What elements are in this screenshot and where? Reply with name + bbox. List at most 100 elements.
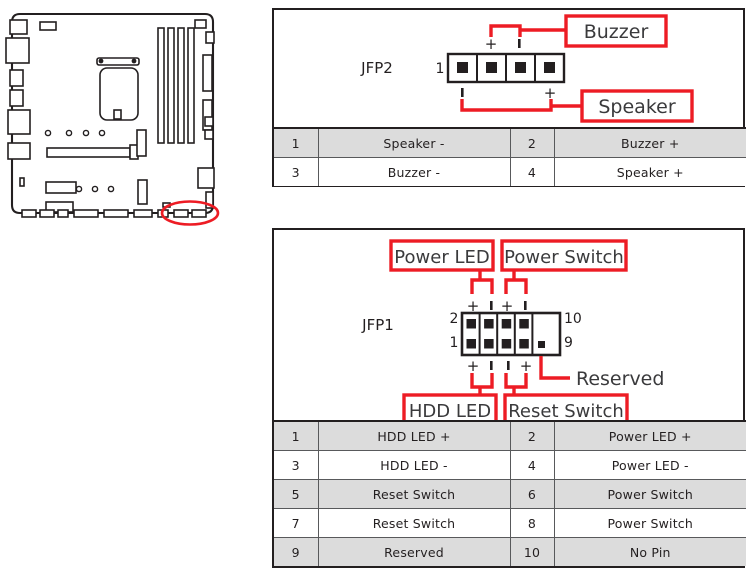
jfp1-diagram-svg: Power LED Power Switch + + JFP1 bbox=[361, 239, 664, 420]
pin-function: HDD LED - bbox=[317, 450, 511, 480]
power-switch-label: Power Switch bbox=[504, 247, 624, 268]
pin-function: Reset Switch bbox=[317, 508, 511, 538]
speaker-label: Speaker bbox=[598, 96, 675, 118]
pin-function: Reserved bbox=[317, 537, 511, 566]
jfp1-pin-3 bbox=[484, 339, 494, 349]
screw-hole-5 bbox=[75, 185, 83, 193]
pin-number: 9 bbox=[274, 537, 319, 566]
jfp2-header bbox=[446, 52, 566, 84]
right-comp-6 bbox=[197, 167, 215, 189]
power-switch-callout: Power Switch bbox=[500, 239, 628, 272]
jfp1-pin-4 bbox=[484, 319, 494, 329]
table-row: 7 Reset Switch 8 Power Switch bbox=[274, 508, 746, 538]
pin-number: 4 bbox=[509, 157, 555, 186]
jfp1-label: JFP1 bbox=[361, 316, 394, 334]
pcie-slot-1 bbox=[46, 147, 131, 158]
screw-hole-2 bbox=[65, 129, 73, 137]
jfp1-pin2-number: 2 bbox=[450, 311, 459, 327]
jfp2-polarity-top-minus bbox=[518, 39, 521, 48]
bottom-header-jfp1 bbox=[173, 209, 189, 218]
lower-comp-4 bbox=[19, 177, 25, 187]
jfp1-pin-2 bbox=[466, 319, 476, 329]
jfp1-connector-block: Power LED Power Switch + + JFP1 bbox=[272, 228, 746, 568]
bottom-header-5 bbox=[103, 209, 129, 218]
jfp1-pin-8 bbox=[519, 319, 529, 329]
io-port-5 bbox=[7, 109, 31, 135]
jfp1-pin-6 bbox=[501, 319, 512, 329]
screw-hole-7 bbox=[107, 185, 115, 193]
pin-number: 3 bbox=[274, 450, 319, 480]
jfp1-polarity-top-1: + bbox=[467, 297, 480, 315]
jfp1-polarity-bottom-3 bbox=[507, 361, 510, 370]
pin-number: 2 bbox=[509, 420, 555, 451]
power-led-callout: Power LED bbox=[389, 239, 495, 272]
jfp2-pin-1 bbox=[457, 62, 468, 73]
reserved-leader-line bbox=[539, 356, 570, 380]
motherboard-illustration bbox=[0, 0, 245, 232]
jfp2-polarity-bottom-plus: + bbox=[544, 84, 557, 102]
screw-hole-1 bbox=[44, 129, 52, 137]
io-port-6 bbox=[7, 142, 31, 160]
right-comp-1 bbox=[205, 31, 215, 44]
pin-function: Power Switch bbox=[553, 508, 746, 538]
io-port-3 bbox=[9, 69, 24, 87]
header-top-1 bbox=[39, 21, 57, 31]
power-led-leader-line bbox=[470, 270, 494, 294]
table-row: 3 Buzzer - 4 Speaker + bbox=[274, 157, 746, 186]
pin-function: Buzzer + bbox=[553, 127, 746, 158]
socket-notch bbox=[113, 109, 122, 120]
right-comp-2 bbox=[202, 54, 213, 92]
screw-hole-4 bbox=[98, 129, 106, 137]
jfp1-diagram: Power LED Power Switch + + JFP1 bbox=[274, 230, 743, 420]
pin-number: 10 bbox=[509, 537, 555, 566]
jfp2-polarity-bottom-minus bbox=[461, 88, 464, 97]
jfp1-polarity-bottom-4: + bbox=[520, 357, 533, 375]
jfp1-pin-5 bbox=[501, 339, 512, 349]
motherboard-svg bbox=[5, 12, 220, 226]
pin-function: Speaker + bbox=[553, 157, 746, 186]
jfp1-pin-table: 1 HDD LED + 2 Power LED + 3 HDD LED - 4 … bbox=[274, 420, 746, 566]
dimm-slot-4 bbox=[187, 27, 195, 144]
jfp1-header bbox=[460, 311, 562, 357]
speaker-callout: Speaker bbox=[580, 89, 694, 123]
jfp2-connector-block: JFP2 1 + + bbox=[272, 8, 746, 187]
power-led-label: Power LED bbox=[394, 247, 489, 268]
pin-function: Speaker - bbox=[317, 127, 511, 158]
pin-number: 8 bbox=[509, 508, 555, 538]
hdd-led-label: HDD LED bbox=[409, 401, 491, 420]
header-top-right bbox=[194, 19, 207, 29]
jfp1-pin-1 bbox=[466, 339, 476, 349]
bottom-header-jfp2 bbox=[191, 209, 207, 218]
socket-retention-bar bbox=[96, 57, 140, 66]
jfp2-pin-3 bbox=[486, 62, 497, 73]
lower-comp-3 bbox=[137, 179, 148, 205]
bottom-header-6 bbox=[133, 209, 153, 218]
pin-number: 4 bbox=[509, 450, 555, 480]
cpu-socket bbox=[99, 67, 139, 121]
bottom-header-3 bbox=[57, 209, 69, 218]
screw-hole-3 bbox=[82, 129, 90, 137]
jfp1-pin10-number: 10 bbox=[564, 311, 582, 327]
right-comp-7 bbox=[205, 191, 214, 209]
table-row: 9 Reserved 10 No Pin bbox=[274, 537, 746, 566]
bottom-header-2 bbox=[39, 209, 55, 218]
pin-function: Power LED + bbox=[553, 420, 746, 451]
jfp2-diagram-svg: JFP2 1 + + bbox=[360, 14, 694, 123]
dimm-slot-2 bbox=[167, 27, 175, 144]
table-row: 1 HDD LED + 2 Power LED + bbox=[274, 420, 746, 451]
jfp1-pin9-number: 9 bbox=[564, 335, 573, 351]
right-comp-4 bbox=[204, 116, 214, 127]
jfp2-pin-2 bbox=[515, 62, 526, 73]
bottom-header-1 bbox=[21, 209, 37, 218]
jfp2-pin-4 bbox=[544, 62, 555, 73]
pin-function: No Pin bbox=[553, 537, 746, 566]
socket-pivot-left bbox=[98, 58, 104, 64]
buzzer-leader-line bbox=[489, 24, 568, 37]
socket-pivot-right bbox=[131, 58, 137, 64]
jfp2-diagram: JFP2 1 + + bbox=[274, 10, 743, 127]
bottom-header-4 bbox=[73, 209, 99, 218]
dimm-slot-1 bbox=[157, 27, 165, 144]
hdd-led-callout: HDD LED bbox=[402, 393, 498, 420]
jfp1-pin-9 bbox=[538, 341, 545, 348]
pin-number: 6 bbox=[509, 479, 555, 509]
